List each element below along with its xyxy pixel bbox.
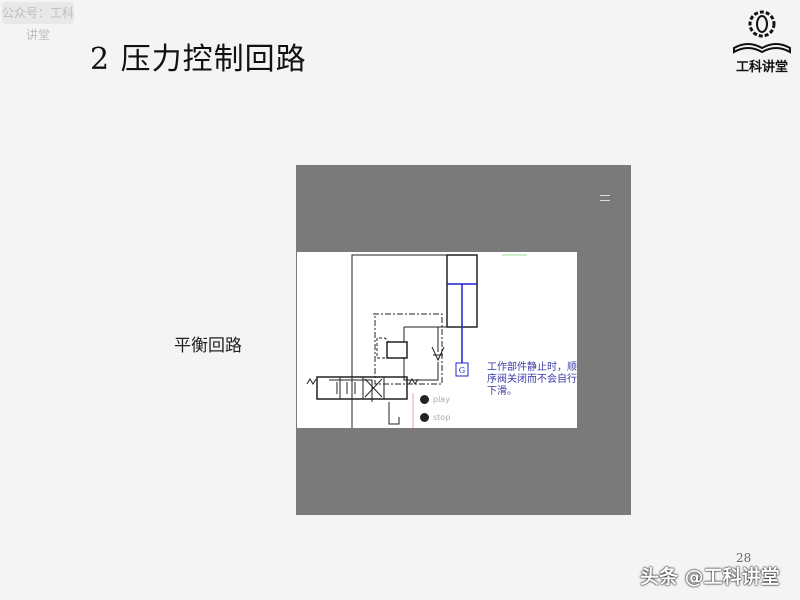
stop-label: stop [433,413,451,422]
gear-book-logo-icon [733,10,791,54]
play-button[interactable]: play [420,395,450,404]
hydraulic-circuit-diagram: G [306,254,527,428]
load-label: G [459,366,465,375]
footer-watermark: 头条 @工科讲堂 [640,566,780,588]
play-label: play [433,395,450,404]
stop-icon [420,413,429,422]
stop-button[interactable]: stop [420,413,450,422]
page-title: 2 压力控制回路 [90,42,307,77]
circuit-label: 平衡回路 [174,336,242,356]
page-number: 28 [736,551,752,565]
watermark: 公众号：工科讲堂 [2,2,74,42]
animation-panel: G [297,252,577,428]
play-icon [420,395,429,404]
logo-text: 工科讲堂 [735,60,788,75]
menu-icon[interactable] [600,195,610,201]
explanation-note: 工作部件静止时，顺序阀关闭而不会自行下滑。 [487,362,577,397]
